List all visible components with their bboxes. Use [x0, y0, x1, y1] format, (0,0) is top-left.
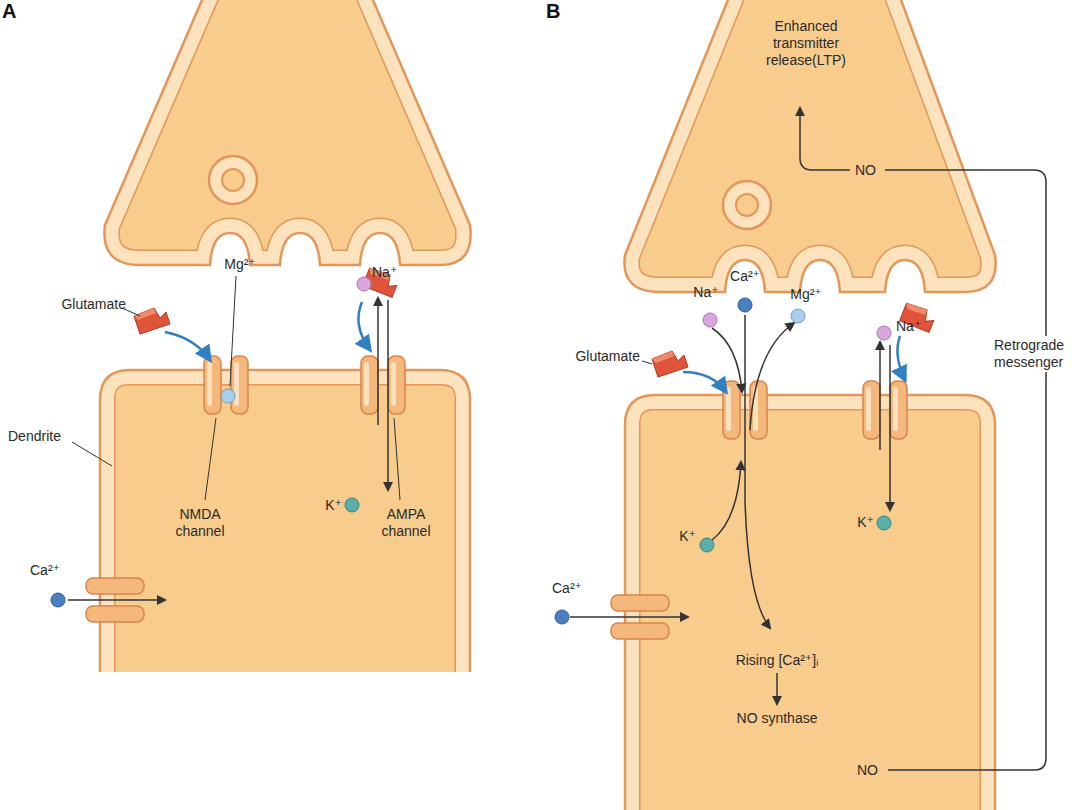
ion-label: Na⁺ [372, 264, 397, 281]
panel-b-flows [555, 108, 1046, 770]
ion-label: K⁺ [679, 528, 696, 545]
molecule-label: NO [857, 762, 878, 779]
process-label: Rising [Ca²⁺]ᵢ [736, 652, 819, 669]
panel-letter: B [546, 0, 560, 22]
presynaptic-terminal [104, 0, 470, 265]
enzyme-label: NO synthase [737, 710, 818, 727]
molecule-label: NO [855, 162, 876, 179]
structure-label: Glutamate [61, 296, 126, 313]
dendrite [625, 395, 995, 810]
pathway-label: Retrograde messenger [992, 336, 1076, 372]
panel-letter: A [2, 0, 16, 22]
dendrite [100, 370, 470, 672]
ion-label: Na⁺ [896, 318, 921, 335]
structure-label: Glutamate [575, 348, 640, 365]
channels [86, 356, 405, 622]
ion-label: Na⁺ [693, 284, 718, 301]
ion-label: K⁺ [325, 497, 342, 514]
ion-label: Mg²⁺ [790, 286, 822, 303]
panel-a-flows [51, 262, 402, 607]
ion-label: Mg²⁺ [224, 256, 256, 273]
ion-label: Ca²⁺ [30, 562, 60, 579]
ion-label: K⁺ [857, 514, 874, 531]
process-label: Enhanced transmitter release(LTP) [756, 18, 856, 69]
ion-label: Ca²⁺ [730, 268, 760, 285]
presynaptic-terminal [624, 0, 995, 292]
ion-label: Ca²⁺ [552, 580, 582, 597]
structure-label: AMPA channel [371, 506, 441, 540]
channels [611, 381, 907, 639]
structure-label: Dendrite [8, 428, 61, 445]
structure-label: NMDA channel [165, 506, 235, 540]
